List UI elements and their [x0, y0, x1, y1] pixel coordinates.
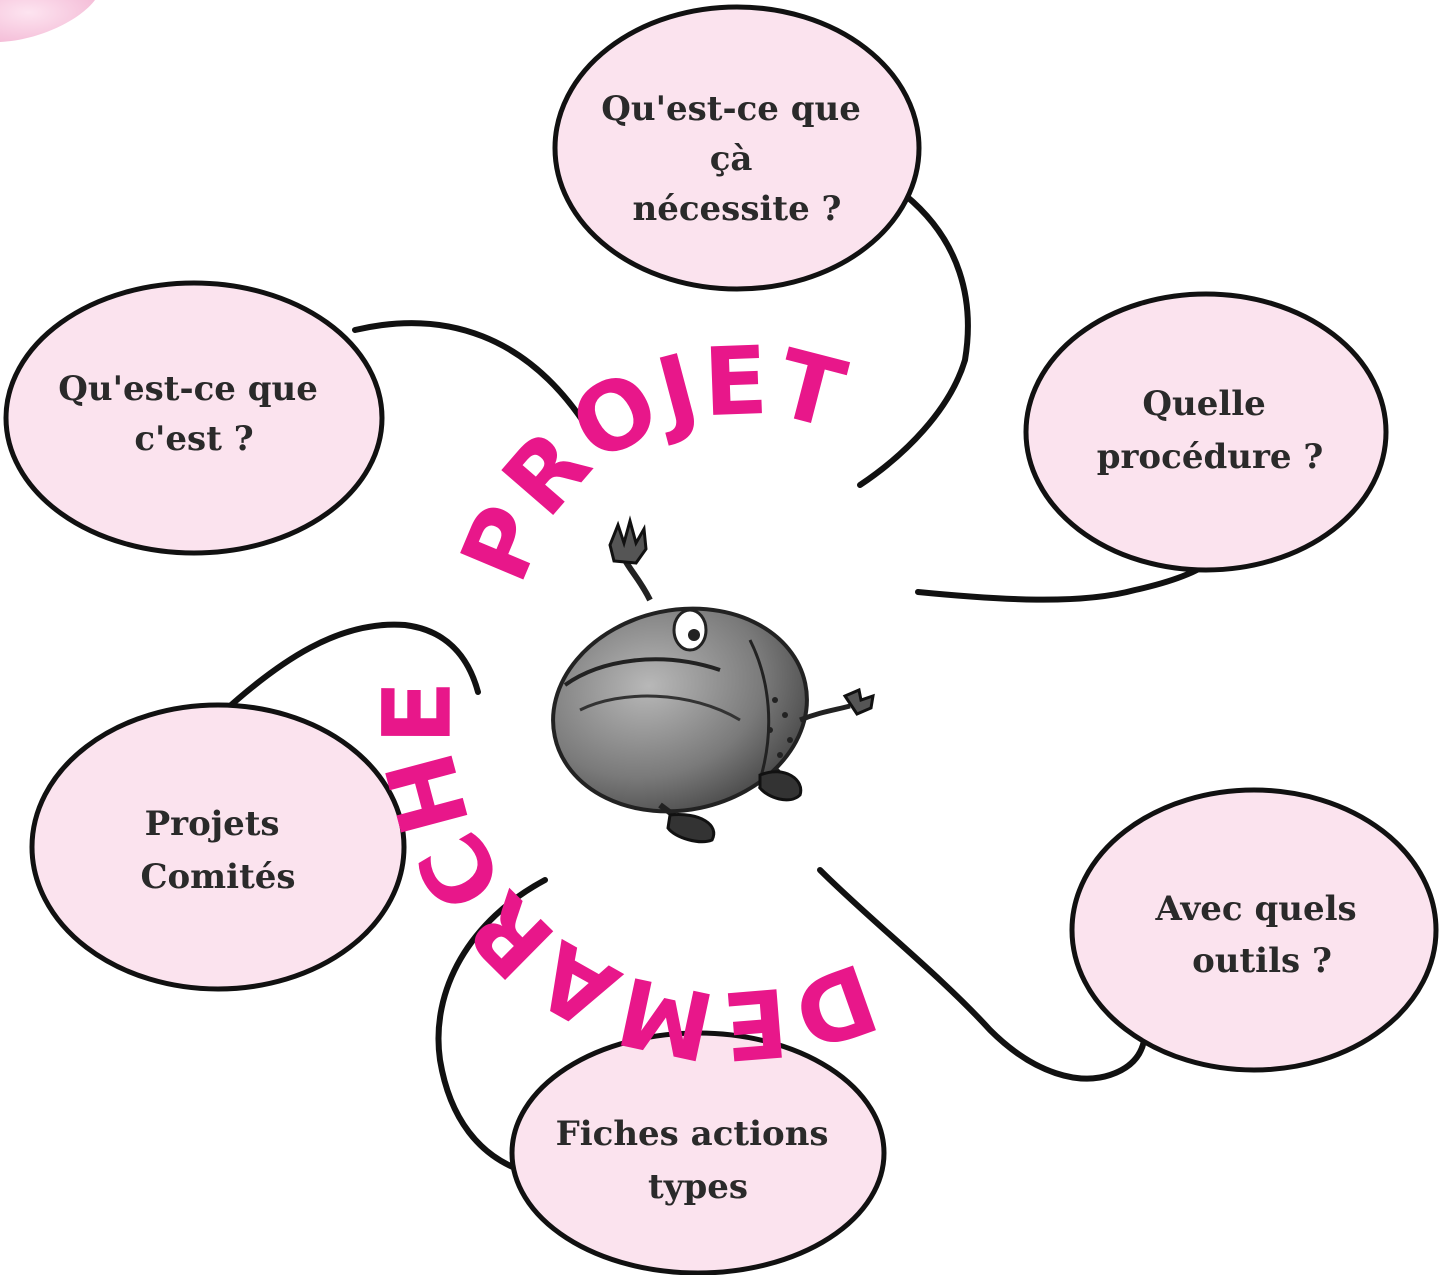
bubble-necessite-line-1: Qu'est-ce que: [601, 89, 861, 129]
svg-text:Projets Comités: Projets Comités: [140, 804, 295, 897]
svg-text:Qu'est-ce que c'est ?: Qu'est-ce que c'est ?: [58, 369, 329, 459]
bubble-fiches[interactable]: Fiches actions types: [509, 1030, 887, 1275]
bubble-quoi-line-1: Qu'est-ce que: [58, 369, 318, 409]
svg-text:Quelle procédure ?: Quelle procédure ?: [1097, 384, 1324, 477]
bubble-fiches-line-2: types: [648, 1167, 748, 1207]
connector-comites: [217, 621, 481, 718]
bubble-quoi[interactable]: Qu'est-ce que c'est ?: [3, 280, 385, 556]
center-title-projet: PROJET: [441, 327, 857, 597]
bubble-comites-line-1: Projets: [145, 804, 280, 844]
running-ball-mascot-icon: [551, 515, 875, 844]
bubble-outils-line-2: outils ?: [1192, 941, 1332, 981]
bubble-necessite-line-3: nécessite ?: [633, 189, 842, 229]
bubble-procedure-line-2: procédure ?: [1097, 437, 1324, 477]
bubble-procedure-line-1: Quelle: [1142, 384, 1265, 424]
connector-quoi: [352, 320, 598, 443]
bubble-outils-line-1: Avec quels: [1155, 889, 1357, 929]
connectors: [217, 192, 1213, 1173]
bubble-comites[interactable]: Projets Comités: [29, 702, 407, 992]
bubble-necessite[interactable]: Qu'est-ce que çà nécessite ?: [552, 4, 922, 292]
bubble-necessite-line-2: çà: [710, 139, 753, 179]
connector-necessite: [857, 192, 971, 488]
svg-text:Fiches actions types: Fiches actions types: [556, 1114, 841, 1207]
bubble-outils[interactable]: Avec quels outils ?: [1069, 787, 1439, 1073]
connector-outils: [817, 867, 1148, 1082]
connector-fiches: [435, 877, 548, 1173]
bubble-quoi-line-2: c'est ?: [134, 419, 253, 459]
svg-text:Avec quels outils ?: Avec quels outils ?: [1155, 889, 1369, 981]
svg-text:Qu'est-ce que çà n: Qu'est-ce que çà nécessite ?: [601, 89, 872, 229]
bubble-fiches-line-1: Fiches actions: [556, 1114, 829, 1154]
corner-blob-decoration: [0, 0, 95, 42]
bubble-procedure[interactable]: Quelle procédure ?: [1023, 291, 1389, 573]
bubble-comites-line-2: Comités: [140, 857, 295, 897]
